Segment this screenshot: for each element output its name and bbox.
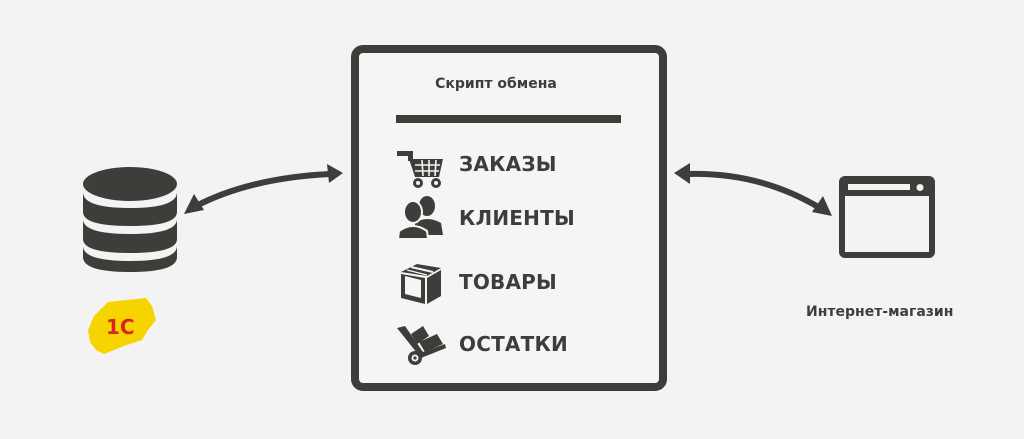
- script-title-text: Скрипт обмена: [435, 76, 557, 92]
- left-bidirectional-arrow: [170, 150, 360, 230]
- item-goods-label: ТОВАРЫ: [459, 270, 557, 294]
- 1c-logo: 1С: [86, 296, 158, 356]
- right-bidirectional-arrow: [660, 150, 850, 230]
- item-orders-label: ЗАКАЗЫ: [459, 152, 557, 176]
- users-icon: [393, 193, 447, 241]
- box-icon: [393, 258, 447, 306]
- browser-window-icon: [839, 176, 935, 258]
- title-divider: [396, 115, 621, 123]
- item-clients-label: КЛИЕНТЫ: [459, 206, 575, 230]
- hand-truck-icon: [393, 320, 447, 368]
- shopping-cart-icon: [393, 145, 447, 193]
- database-icon: [80, 165, 180, 273]
- 1c-logo-text: 1С: [106, 315, 135, 339]
- script-title: Скрипт обмена: [351, 76, 667, 92]
- online-store-caption: Интернет-магазин: [806, 304, 954, 320]
- item-stock-label: ОСТАТКИ: [459, 332, 568, 356]
